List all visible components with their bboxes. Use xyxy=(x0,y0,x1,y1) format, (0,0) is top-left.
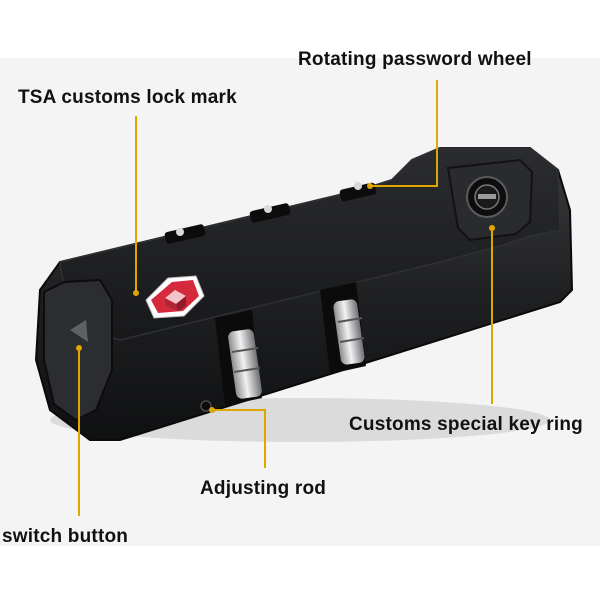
callout-rotating-wheel: Rotating password wheel xyxy=(298,49,532,70)
leader-wheel xyxy=(370,80,438,187)
dial-ridge-4 xyxy=(339,337,365,343)
leader-dot-rod xyxy=(209,407,215,413)
callout-key-ring: Customs special key ring xyxy=(349,414,583,435)
tsa-diamond-icon xyxy=(145,275,205,319)
dial-wheel-1 xyxy=(228,329,262,399)
leader-dot-wheel xyxy=(367,183,373,189)
dial-ridge-1 xyxy=(231,347,259,353)
wheel-dot-3 xyxy=(176,228,184,236)
wheel-dot-2 xyxy=(264,205,272,213)
callout-tsa-mark: TSA customs lock mark xyxy=(18,87,237,108)
adjusting-rod-hole xyxy=(200,400,212,412)
dial-wheel-2 xyxy=(333,299,365,365)
leader-lines xyxy=(78,80,493,516)
leader-rod xyxy=(212,409,266,468)
keyhole-slot xyxy=(478,194,496,199)
top-wheel-slot-3 xyxy=(339,182,377,202)
callout-switch-button: switch button xyxy=(2,526,129,547)
top-wheel-slot-2 xyxy=(249,203,291,223)
dial-ridge-2 xyxy=(233,367,261,373)
switch-arrow-icon xyxy=(70,320,88,342)
leader-dot-switch xyxy=(76,345,82,351)
top-wheel-slot-1 xyxy=(164,224,206,244)
leader-dots xyxy=(76,183,495,413)
leader-dot-tsa xyxy=(133,290,139,296)
wheel-dot-1 xyxy=(354,182,362,190)
leader-dot-key xyxy=(489,225,495,231)
dial-ridge-3 xyxy=(337,317,363,323)
callout-adjusting-rod: Adjusting rod xyxy=(200,478,327,499)
